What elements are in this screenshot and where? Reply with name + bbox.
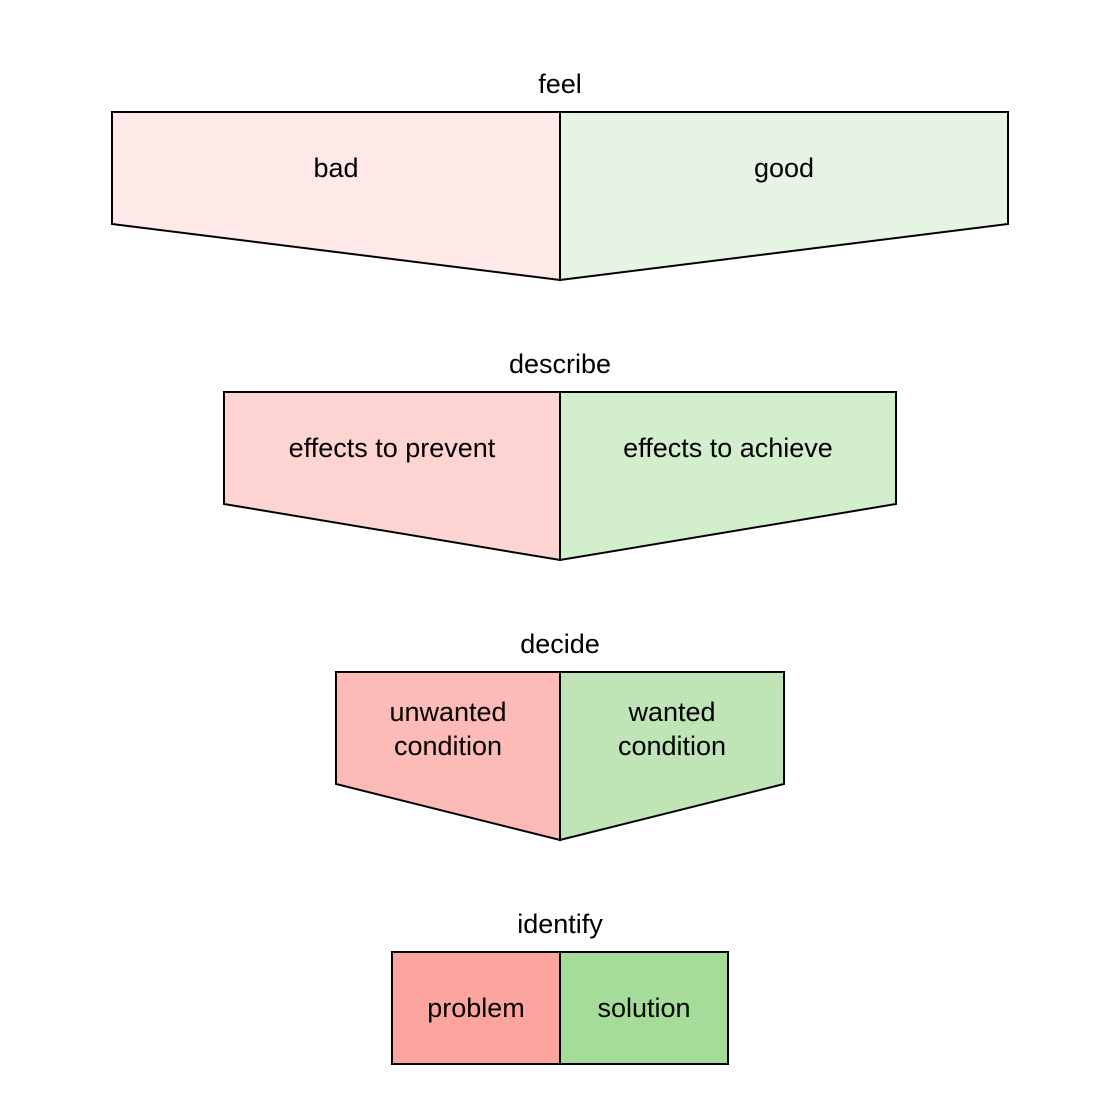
stage-title-describe: describe <box>508 349 612 379</box>
cell-label-good: good <box>753 153 815 183</box>
cell-label-bad: bad <box>313 153 359 183</box>
feel-good-shape <box>559 111 1009 282</box>
cell-label-solution: solution <box>597 993 691 1023</box>
stage-title-decide: decide <box>520 629 600 659</box>
cell-label-effects-to-achieve: effects to achieve <box>623 433 833 463</box>
decide-wanted-shape <box>559 671 785 842</box>
stage-title-feel: feel <box>538 69 582 99</box>
cell-label-unwanted-condition: unwanted condition <box>389 697 507 761</box>
identify-solution-shape <box>559 951 729 1065</box>
cell-label-effects-to-prevent: effects to prevent <box>288 433 496 463</box>
cell-label-wanted-condition: wanted condition <box>617 697 727 761</box>
feel-bad-shape <box>111 111 561 282</box>
describe-prevent-shape <box>223 391 561 562</box>
stage-title-identify: identify <box>517 909 603 939</box>
cell-label-problem: problem <box>427 993 525 1023</box>
describe-achieve-shape <box>559 391 897 562</box>
